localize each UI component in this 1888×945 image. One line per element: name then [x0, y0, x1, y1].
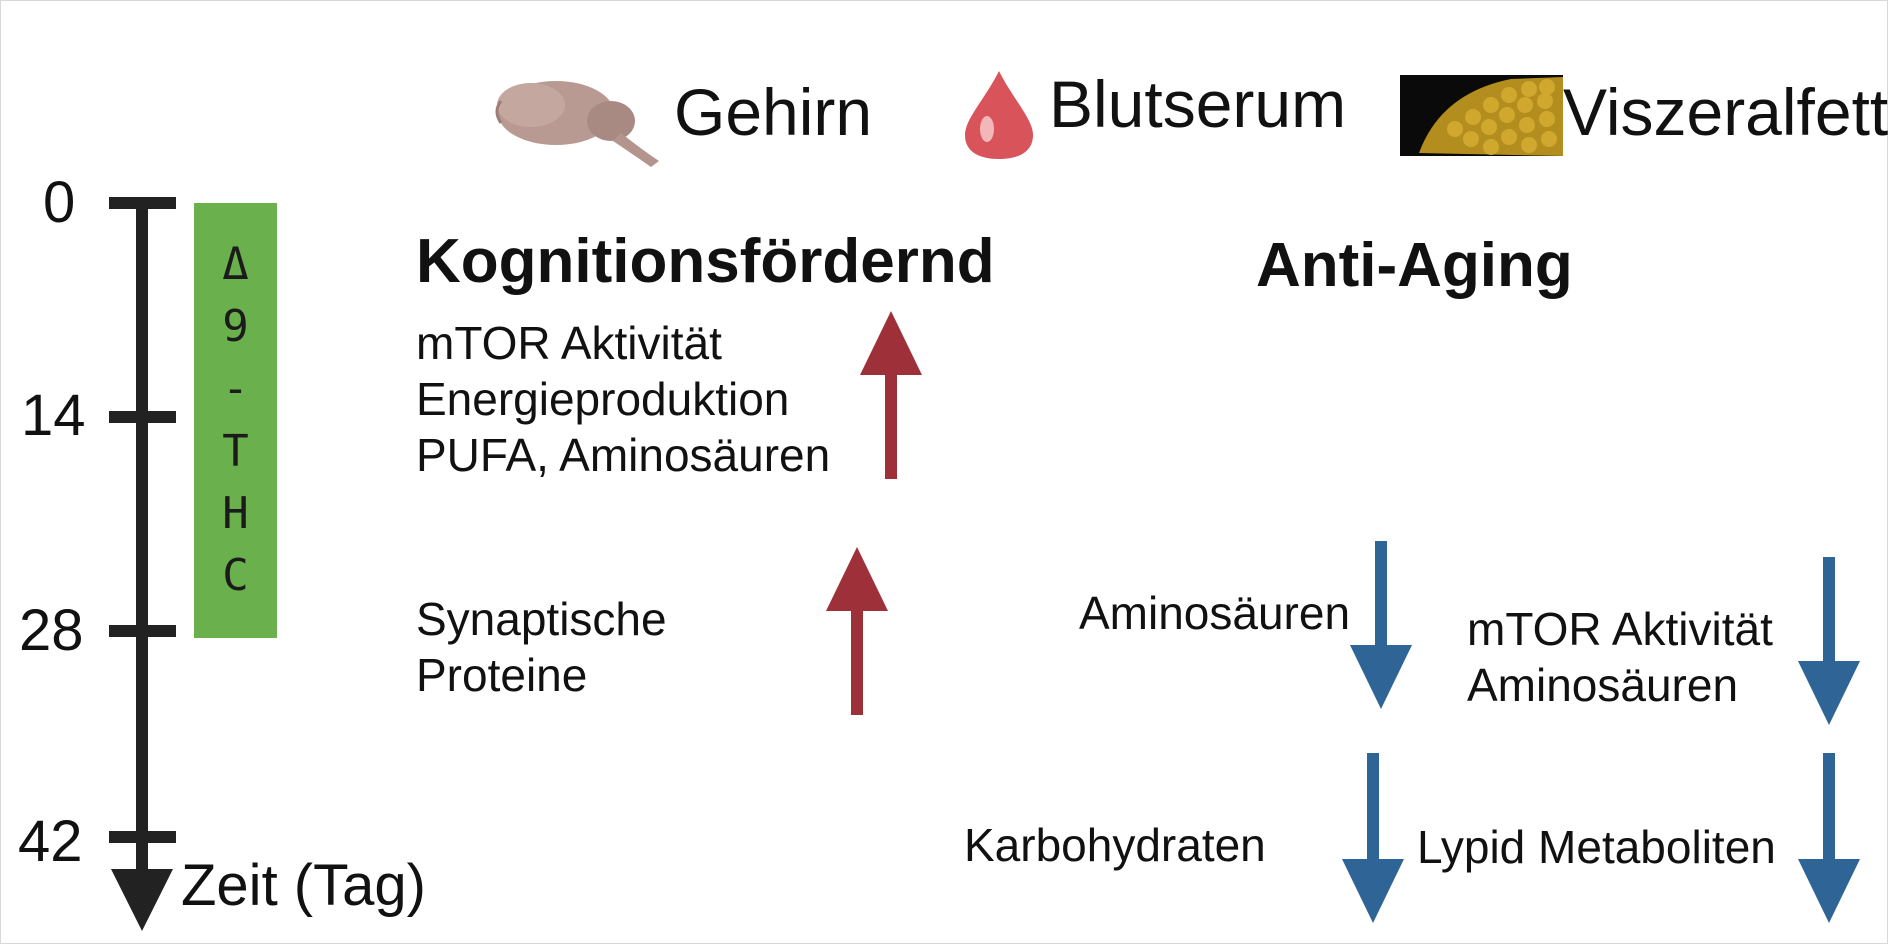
treatment-char: -: [222, 363, 249, 415]
treatment-char: C: [222, 549, 249, 601]
finding-brain-late: Synaptische Proteine: [416, 593, 667, 701]
down-arrow-fat-day28: [1798, 557, 1860, 725]
treatment-char: 9: [222, 301, 249, 353]
tick-label-14: 14: [21, 383, 86, 448]
finding-fat-day42: Lypid Metaboliten: [1417, 821, 1776, 873]
down-arrow-serum-day42: [1342, 753, 1404, 923]
down-arrow-serum-day28: [1350, 541, 1412, 709]
tick-label-0: 0: [43, 170, 76, 235]
finding-serum-day28: Aminosäuren: [1079, 587, 1351, 639]
treatment-char: Δ: [222, 239, 249, 291]
fat-tissue-icon: [1400, 75, 1563, 156]
finding-brain-early: mTOR Aktivität Energieproduktion PUFA, A…: [416, 317, 831, 481]
up-arrow-brain-early: [860, 311, 922, 479]
heading-anti-aging: Anti-Aging: [1256, 231, 1573, 300]
finding-serum-day42: Karbohydraten: [964, 819, 1266, 871]
treatment-char: T: [222, 425, 249, 477]
tick-label-28: 28: [19, 598, 84, 663]
timeline-arrowhead: [111, 869, 173, 931]
blood-drop-icon: [965, 71, 1033, 159]
treatment-bar-thc: Δ 9 - T H C: [194, 203, 277, 638]
tissue-label-fat: Viszeralfett: [1563, 75, 1888, 149]
tissue-label-serum: Blutserum: [1049, 67, 1347, 141]
up-arrow-brain-late: [826, 547, 888, 715]
heading-cognition: Kognitionsfördernd: [416, 227, 995, 296]
finding-fat-day28: mTOR Aktivität Aminosäuren: [1467, 603, 1773, 711]
axis-label-time: Zeit (Tag): [181, 853, 426, 918]
down-arrow-fat-day42: [1798, 753, 1860, 923]
tissue-label-brain: Gehirn: [674, 75, 873, 149]
treatment-char: H: [222, 487, 249, 539]
tick-label-42: 42: [18, 809, 83, 874]
brain-icon: [495, 81, 659, 167]
